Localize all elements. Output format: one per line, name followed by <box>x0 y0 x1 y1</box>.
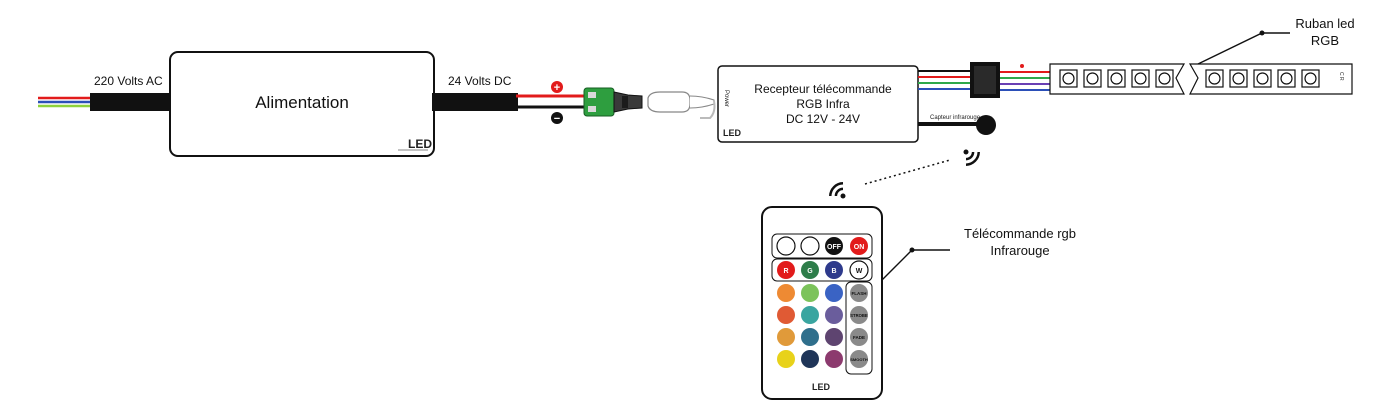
receiver-power-tag: Power <box>723 90 729 107</box>
remote-color-button[interactable] <box>825 350 843 368</box>
remote-button-flash[interactable]: FLASH <box>850 284 868 302</box>
ir-sensor: Capteur infrarouge <box>918 115 996 135</box>
strip-label-line1: Ruban led <box>1295 16 1354 31</box>
remote-button-fade[interactable]: FADE <box>850 328 868 346</box>
receiver-title-line1: Recepteur télécommande <box>754 82 892 96</box>
remote-button-blue[interactable]: B <box>825 261 843 279</box>
dc-cable-jacket <box>432 93 518 111</box>
remote-label-line1: Télécommande rgb <box>964 226 1076 241</box>
remote-color-button[interactable] <box>777 350 795 368</box>
led-chip-row <box>1059 69 1320 88</box>
led-chip-lens <box>1280 72 1293 85</box>
wifi-signal-icon-sensor <box>963 149 980 166</box>
dc-female-connector <box>583 87 643 117</box>
remote-button-brightness-up[interactable] <box>776 236 796 256</box>
svg-text:FLASH: FLASH <box>852 291 867 296</box>
remote-color-button[interactable] <box>801 350 819 368</box>
remote-color-button[interactable] <box>801 306 819 324</box>
remote-color-button[interactable] <box>825 306 843 324</box>
remote-button-off[interactable]: OFF <box>825 237 843 255</box>
receiver-brand-logo: LED <box>723 128 742 138</box>
rgb-pin-connector <box>970 62 1000 98</box>
ir-sensor-label: Capteur infrarouge <box>930 115 981 121</box>
svg-text:G: G <box>807 268 813 275</box>
strip-wires <box>1000 64 1050 91</box>
output-voltage-label: 24 Volts DC <box>448 74 512 88</box>
strip-label-line2: RGB <box>1311 33 1339 48</box>
remote-label-line2: Infrarouge <box>990 243 1049 258</box>
led-chip-lens <box>1256 72 1269 85</box>
ir-receiver: Recepteur télécommande RGB Infra DC 12V … <box>717 65 919 143</box>
led-chip-lens <box>1158 72 1171 85</box>
remote-button-brightness-down[interactable] <box>800 236 820 256</box>
remote-button-smooth[interactable]: SMOOTH <box>850 350 868 368</box>
svg-text:W: W <box>856 268 863 275</box>
ac-cable-jacket <box>90 93 172 111</box>
led-chip-lens <box>1110 72 1123 85</box>
led-strip-end-marks: C R <box>1338 72 1344 81</box>
remote-brand-logo: LED <box>812 382 831 392</box>
strip-leader-line <box>1197 32 1290 65</box>
power-supply: Alimentation LED <box>169 51 435 157</box>
receiver-title-line2: RGB Infra <box>796 97 850 111</box>
ac-input-cable <box>38 93 172 111</box>
remote-color-button[interactable] <box>825 284 843 302</box>
remote-color-button[interactable] <box>801 328 819 346</box>
remote-color-button[interactable] <box>801 284 819 302</box>
svg-text:R: R <box>783 268 788 275</box>
dc-output-cable <box>432 93 590 111</box>
power-supply-title: Alimentation <box>255 93 349 112</box>
led-chip-lens <box>1086 72 1099 85</box>
remote-button-white[interactable]: W <box>849 260 869 280</box>
remote-button-red[interactable]: R <box>777 261 795 279</box>
svg-text:+: + <box>554 82 560 94</box>
led-chip-lens <box>1062 72 1075 85</box>
wifi-signal-icon-remote <box>829 182 846 199</box>
led-chip-lens <box>1134 72 1147 85</box>
ir-remote: OFF ON R G B W <box>761 206 883 400</box>
power-supply-brand-logo: LED <box>408 137 432 151</box>
svg-text:FADE: FADE <box>853 335 865 340</box>
rgb-output-wires <box>918 70 970 90</box>
receiver-box <box>717 65 919 143</box>
negative-marker: − <box>551 112 563 125</box>
remote-button-strobe[interactable]: STROBE <box>850 306 868 324</box>
svg-text:−: − <box>554 113 560 125</box>
remote-button-green[interactable]: G <box>801 261 819 279</box>
remote-body <box>761 206 883 400</box>
svg-text:OFF: OFF <box>827 244 842 251</box>
led-chip-lens <box>1304 72 1317 85</box>
ir-beam-dotted <box>864 159 951 185</box>
led-chip-lens <box>1232 72 1245 85</box>
remote-color-button[interactable] <box>777 306 795 324</box>
svg-text:B: B <box>831 268 836 275</box>
led-chip-lens <box>1208 72 1221 85</box>
remote-color-button[interactable] <box>825 328 843 346</box>
svg-text:SMOOTH: SMOOTH <box>850 357 868 362</box>
remote-color-button[interactable] <box>777 328 795 346</box>
input-voltage-label: 220 Volts AC <box>94 74 163 88</box>
positive-marker: + <box>551 81 563 94</box>
receiver-title-line3: DC 12V - 24V <box>786 112 860 126</box>
remote-color-button[interactable] <box>777 284 795 302</box>
remote-button-on[interactable]: ON <box>850 237 868 255</box>
dc-male-jack <box>647 91 716 119</box>
svg-text:STROBE: STROBE <box>850 313 868 318</box>
remote-leader-line <box>881 249 950 281</box>
ir-sensor-eye <box>976 115 996 135</box>
led-strip: C R <box>1049 63 1353 95</box>
svg-text:ON: ON <box>854 244 865 251</box>
